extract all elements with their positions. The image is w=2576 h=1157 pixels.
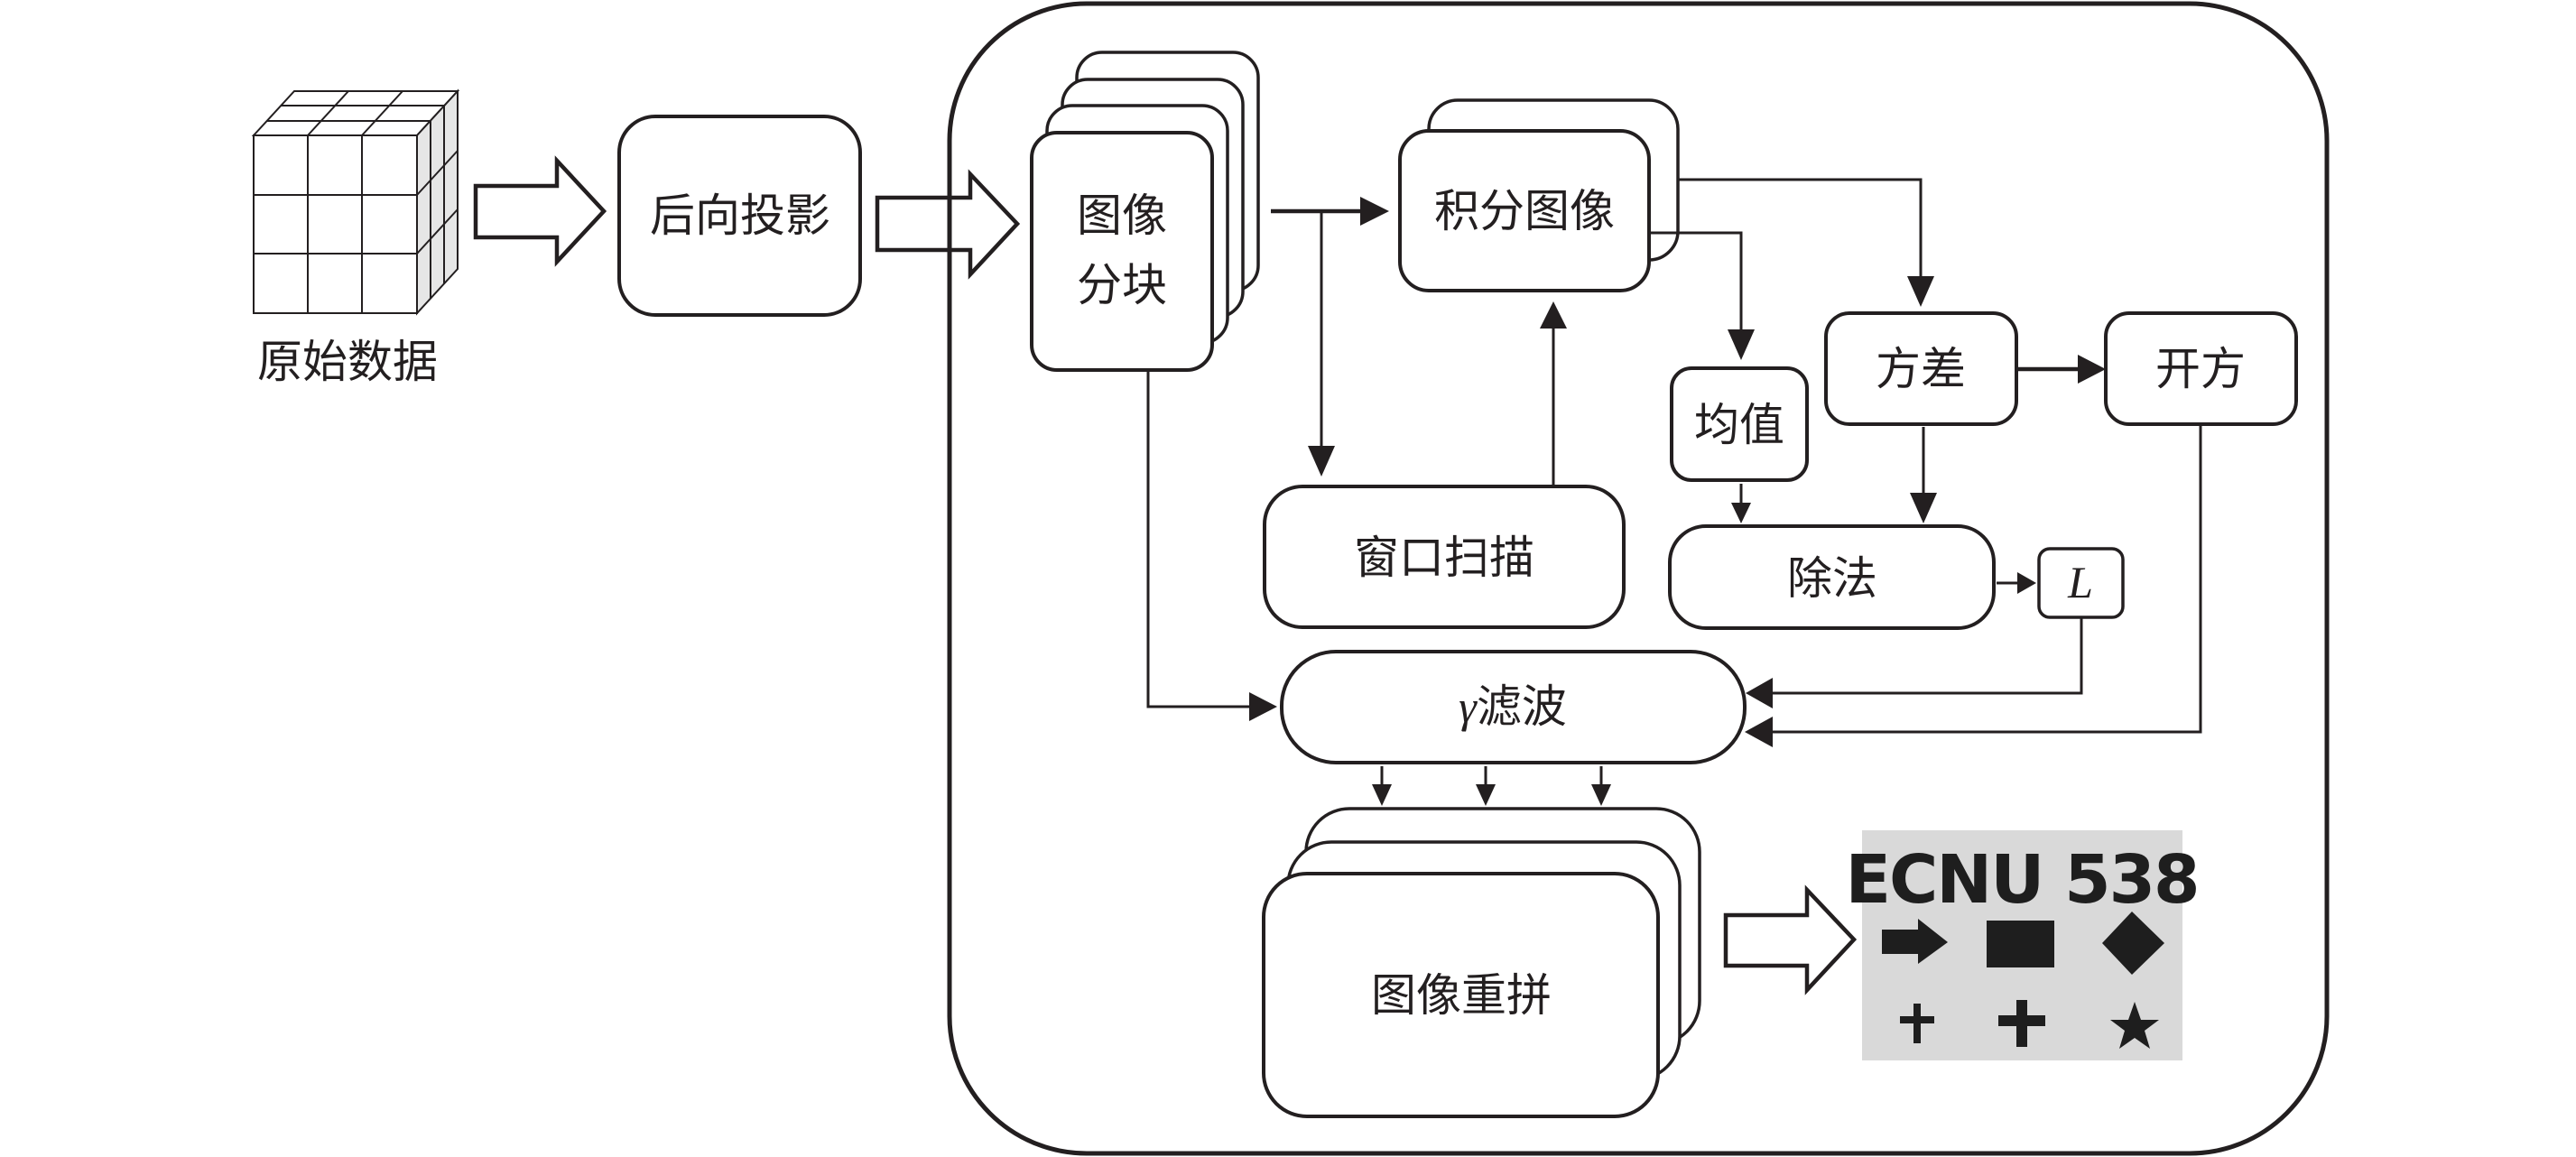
- image-blocking-label-line1: 图像: [1077, 190, 1167, 242]
- connector-to-window-scan: [1308, 211, 1335, 477]
- connector-mean-to-division: [1731, 484, 1751, 523]
- connector-gamma-to-mosaic-1: [1372, 766, 1392, 806]
- gamma-filter-text: 滤波: [1477, 680, 1567, 733]
- image-mosaic-stack[interactable]: [1262, 807, 1701, 1118]
- hollow-arrow-1: [473, 155, 607, 267]
- connector-division-to-l: [1997, 572, 2036, 594]
- window-scan-box[interactable]: [1263, 485, 1626, 629]
- raw-data-label: 原始数据: [257, 336, 438, 388]
- plus-shape: [1998, 1000, 2045, 1047]
- division-box[interactable]: [1668, 524, 1996, 630]
- sqrt-label: 开方: [2155, 343, 2246, 395]
- integral-image-label: 积分图像: [1434, 185, 1615, 237]
- gamma-symbol: γ: [1459, 681, 1478, 732]
- processing-container: [947, 1, 2330, 1156]
- result-image: ECNU 538: [1845, 830, 2201, 1060]
- integral-image-stack[interactable]: [1398, 98, 1680, 292]
- rectangle-shape: [1987, 921, 2054, 967]
- connector-l-to-gamma: [1746, 617, 2083, 708]
- arrow-shape: [1882, 919, 1948, 964]
- division-label: 除法: [1787, 552, 1877, 605]
- connector-integral-to-mean: [1649, 231, 1755, 360]
- mean-label: 均值: [1694, 399, 1784, 451]
- connector-variance-to-sqrt: [2016, 355, 2106, 384]
- data-cube-icon: [251, 88, 460, 316]
- image-blocking-label-line2: 分块: [1077, 259, 1167, 311]
- mean-box[interactable]: [1670, 366, 1809, 482]
- back-projection-box[interactable]: [617, 115, 862, 317]
- back-projection-label: 后向投影: [650, 190, 830, 242]
- gamma-filter-label: γ滤波: [1459, 680, 1567, 733]
- connector-sqrt-to-gamma: [1745, 424, 2202, 747]
- star-shape: [2110, 1002, 2159, 1049]
- image-blocking-stack[interactable]: [1030, 51, 1260, 372]
- result-text: ECNU 538: [1845, 841, 2198, 919]
- connector-gamma-to-mosaic-2: [1476, 766, 1496, 806]
- hollow-arrow-3: [1723, 884, 1858, 995]
- connector-integral-to-variance: [1678, 178, 1934, 307]
- gamma-filter-box[interactable]: [1280, 650, 1747, 764]
- connector-window-scan-to-integral: [1540, 301, 1567, 486]
- connector-blocking-to-integral: [1271, 197, 1389, 226]
- variance-label: 方差: [1876, 343, 1966, 395]
- l-label: L: [2067, 557, 2093, 607]
- window-scan-label: 窗口扫描: [1354, 532, 1534, 584]
- diamond-shape: [2102, 912, 2164, 975]
- image-mosaic-label: 图像重拼: [1371, 969, 1552, 1022]
- small-plus-shape: [1900, 1004, 1934, 1043]
- connector-variance-to-division: [1910, 427, 1937, 523]
- connector-blocking-to-gamma: [1146, 370, 1277, 721]
- connector-gamma-to-mosaic-3: [1591, 766, 1611, 806]
